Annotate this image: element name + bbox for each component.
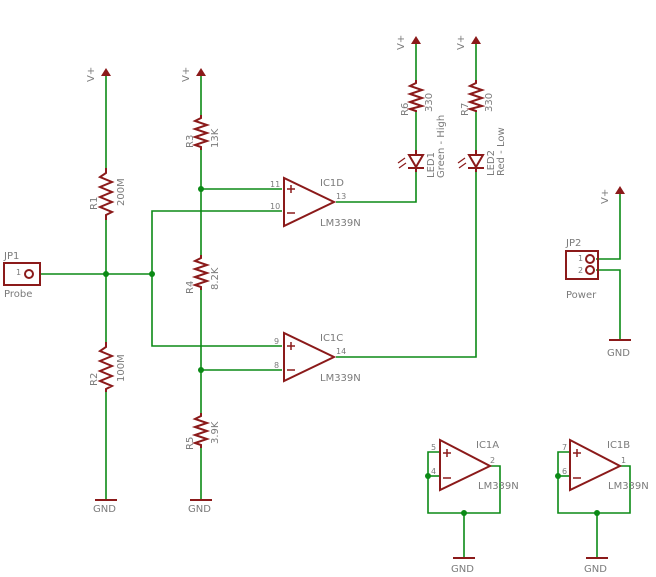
supply-vplus-r1: V+: [86, 67, 111, 82]
resistor-r5: R5 3.9K: [185, 413, 221, 450]
r3-value: 13K: [210, 128, 221, 148]
ground-r5: GND: [188, 499, 212, 515]
probe-label: Probe: [4, 289, 32, 300]
power-label: Power: [566, 290, 597, 301]
resistor-r1: R1 200M: [89, 168, 127, 220]
r2-value: 100M: [116, 354, 127, 382]
jp2-pin2: 2: [578, 266, 583, 275]
comparator-ic1d: IC1D LM339N 11 10 13: [270, 176, 361, 229]
ic1d-pin-plus: 11: [270, 180, 280, 189]
ic1d-label: IC1D: [320, 178, 344, 189]
ground-r2: GND: [93, 499, 117, 515]
r5-value: 3.9K: [210, 421, 221, 444]
ic1b-pin-out: 1: [621, 456, 626, 465]
comparator-ic1a: IC1A LM339N 5 4 2: [431, 438, 519, 492]
vplus-label: V+: [456, 35, 467, 50]
ic1a-pin-plus: 5: [431, 443, 436, 452]
ic1d-part: LM339N: [320, 218, 361, 229]
vplus-label: V+: [600, 189, 611, 204]
gnd-label: GND: [607, 348, 630, 359]
gnd-label: GND: [451, 564, 474, 575]
ic1a-part: LM339N: [478, 481, 519, 492]
ic1b-pin-plus: 7: [562, 443, 567, 452]
led1-label: LED1: [426, 152, 437, 178]
supply-vplus-r3: V+: [181, 67, 206, 82]
led2: LED2 Red - Low: [457, 127, 507, 176]
r4-value: 8.2K: [210, 267, 221, 290]
vplus-label: V+: [86, 67, 97, 82]
supply-vplus-jp2: V+: [600, 186, 625, 204]
ground-ic1a: GND: [451, 557, 475, 575]
r7-label: R7: [460, 103, 471, 116]
r6-label: R6: [400, 103, 411, 116]
gnd-label: GND: [93, 504, 116, 515]
supply-vplus-r7: V+: [456, 35, 481, 50]
r5-label: R5: [185, 437, 196, 450]
resistor-r2: R2 100M: [89, 342, 127, 392]
junction-dot: [198, 186, 204, 192]
vplus-label: V+: [181, 67, 192, 82]
connector-jp2: JP2 1 2 Power: [565, 238, 599, 301]
ic1c-pin-out: 14: [336, 347, 346, 356]
ic1a-pin-minus: 4: [431, 467, 436, 476]
junction-dot: [594, 510, 600, 516]
ic1b-pin-minus: 6: [562, 467, 567, 476]
ic1d-pin-minus: 10: [270, 202, 280, 211]
ic1d-pin-out: 13: [336, 192, 346, 201]
led1-description: Green - High: [436, 115, 447, 178]
junctions: [103, 186, 600, 516]
r1-label: R1: [89, 197, 100, 210]
junction-dot: [461, 510, 467, 516]
r1-value: 200M: [116, 178, 127, 206]
resistor-r7: R7 330: [460, 80, 495, 116]
ic1b-label: IC1B: [607, 440, 630, 451]
resistor-r4: R4 8.2K: [185, 255, 221, 294]
ic1c-pin-plus: 9: [274, 337, 279, 346]
gnd-label: GND: [584, 564, 607, 575]
junction-dot: [198, 367, 204, 373]
ic1a-label: IC1A: [476, 440, 499, 451]
jp2-label: JP2: [565, 238, 581, 249]
ic1c-pin-minus: 8: [274, 361, 279, 370]
junction-dot: [555, 473, 561, 479]
ic1b-part: LM339N: [608, 481, 649, 492]
jp1-pin: 1: [16, 268, 21, 277]
ic1c-part: LM339N: [320, 373, 361, 384]
connector-jp1: JP1 1 Probe: [3, 251, 41, 300]
r2-label: R2: [89, 373, 100, 386]
wires: [40, 44, 631, 558]
ground-ic1b: GND: [584, 557, 608, 575]
r7-value: 330: [484, 93, 495, 112]
led2-description: Red - Low: [496, 127, 507, 176]
jp1-label: JP1: [3, 251, 19, 262]
junction-dot: [103, 271, 109, 277]
comparator-ic1c: IC1C LM339N 9 8 14: [274, 331, 361, 384]
ic1c-label: IC1C: [320, 333, 343, 344]
resistor-r3: R3 13K: [185, 115, 221, 150]
junction-dot: [425, 473, 431, 479]
r3-label: R3: [185, 135, 196, 148]
junction-dot: [149, 271, 155, 277]
ic1a-pin-out: 2: [490, 456, 495, 465]
vplus-label: V+: [396, 35, 407, 50]
ground-jp2: GND: [607, 339, 631, 359]
led1: LED1 Green - High: [397, 115, 447, 178]
supply-vplus-r6: V+: [396, 35, 421, 50]
resistor-r6: R6 330: [400, 80, 435, 116]
r6-value: 330: [424, 93, 435, 112]
jp2-pin1: 1: [578, 254, 583, 263]
comparator-ic1b: IC1B LM339N 7 6 1: [562, 438, 649, 492]
r4-label: R4: [185, 281, 196, 294]
gnd-label: GND: [188, 504, 211, 515]
led2-label: LED2: [486, 150, 497, 176]
